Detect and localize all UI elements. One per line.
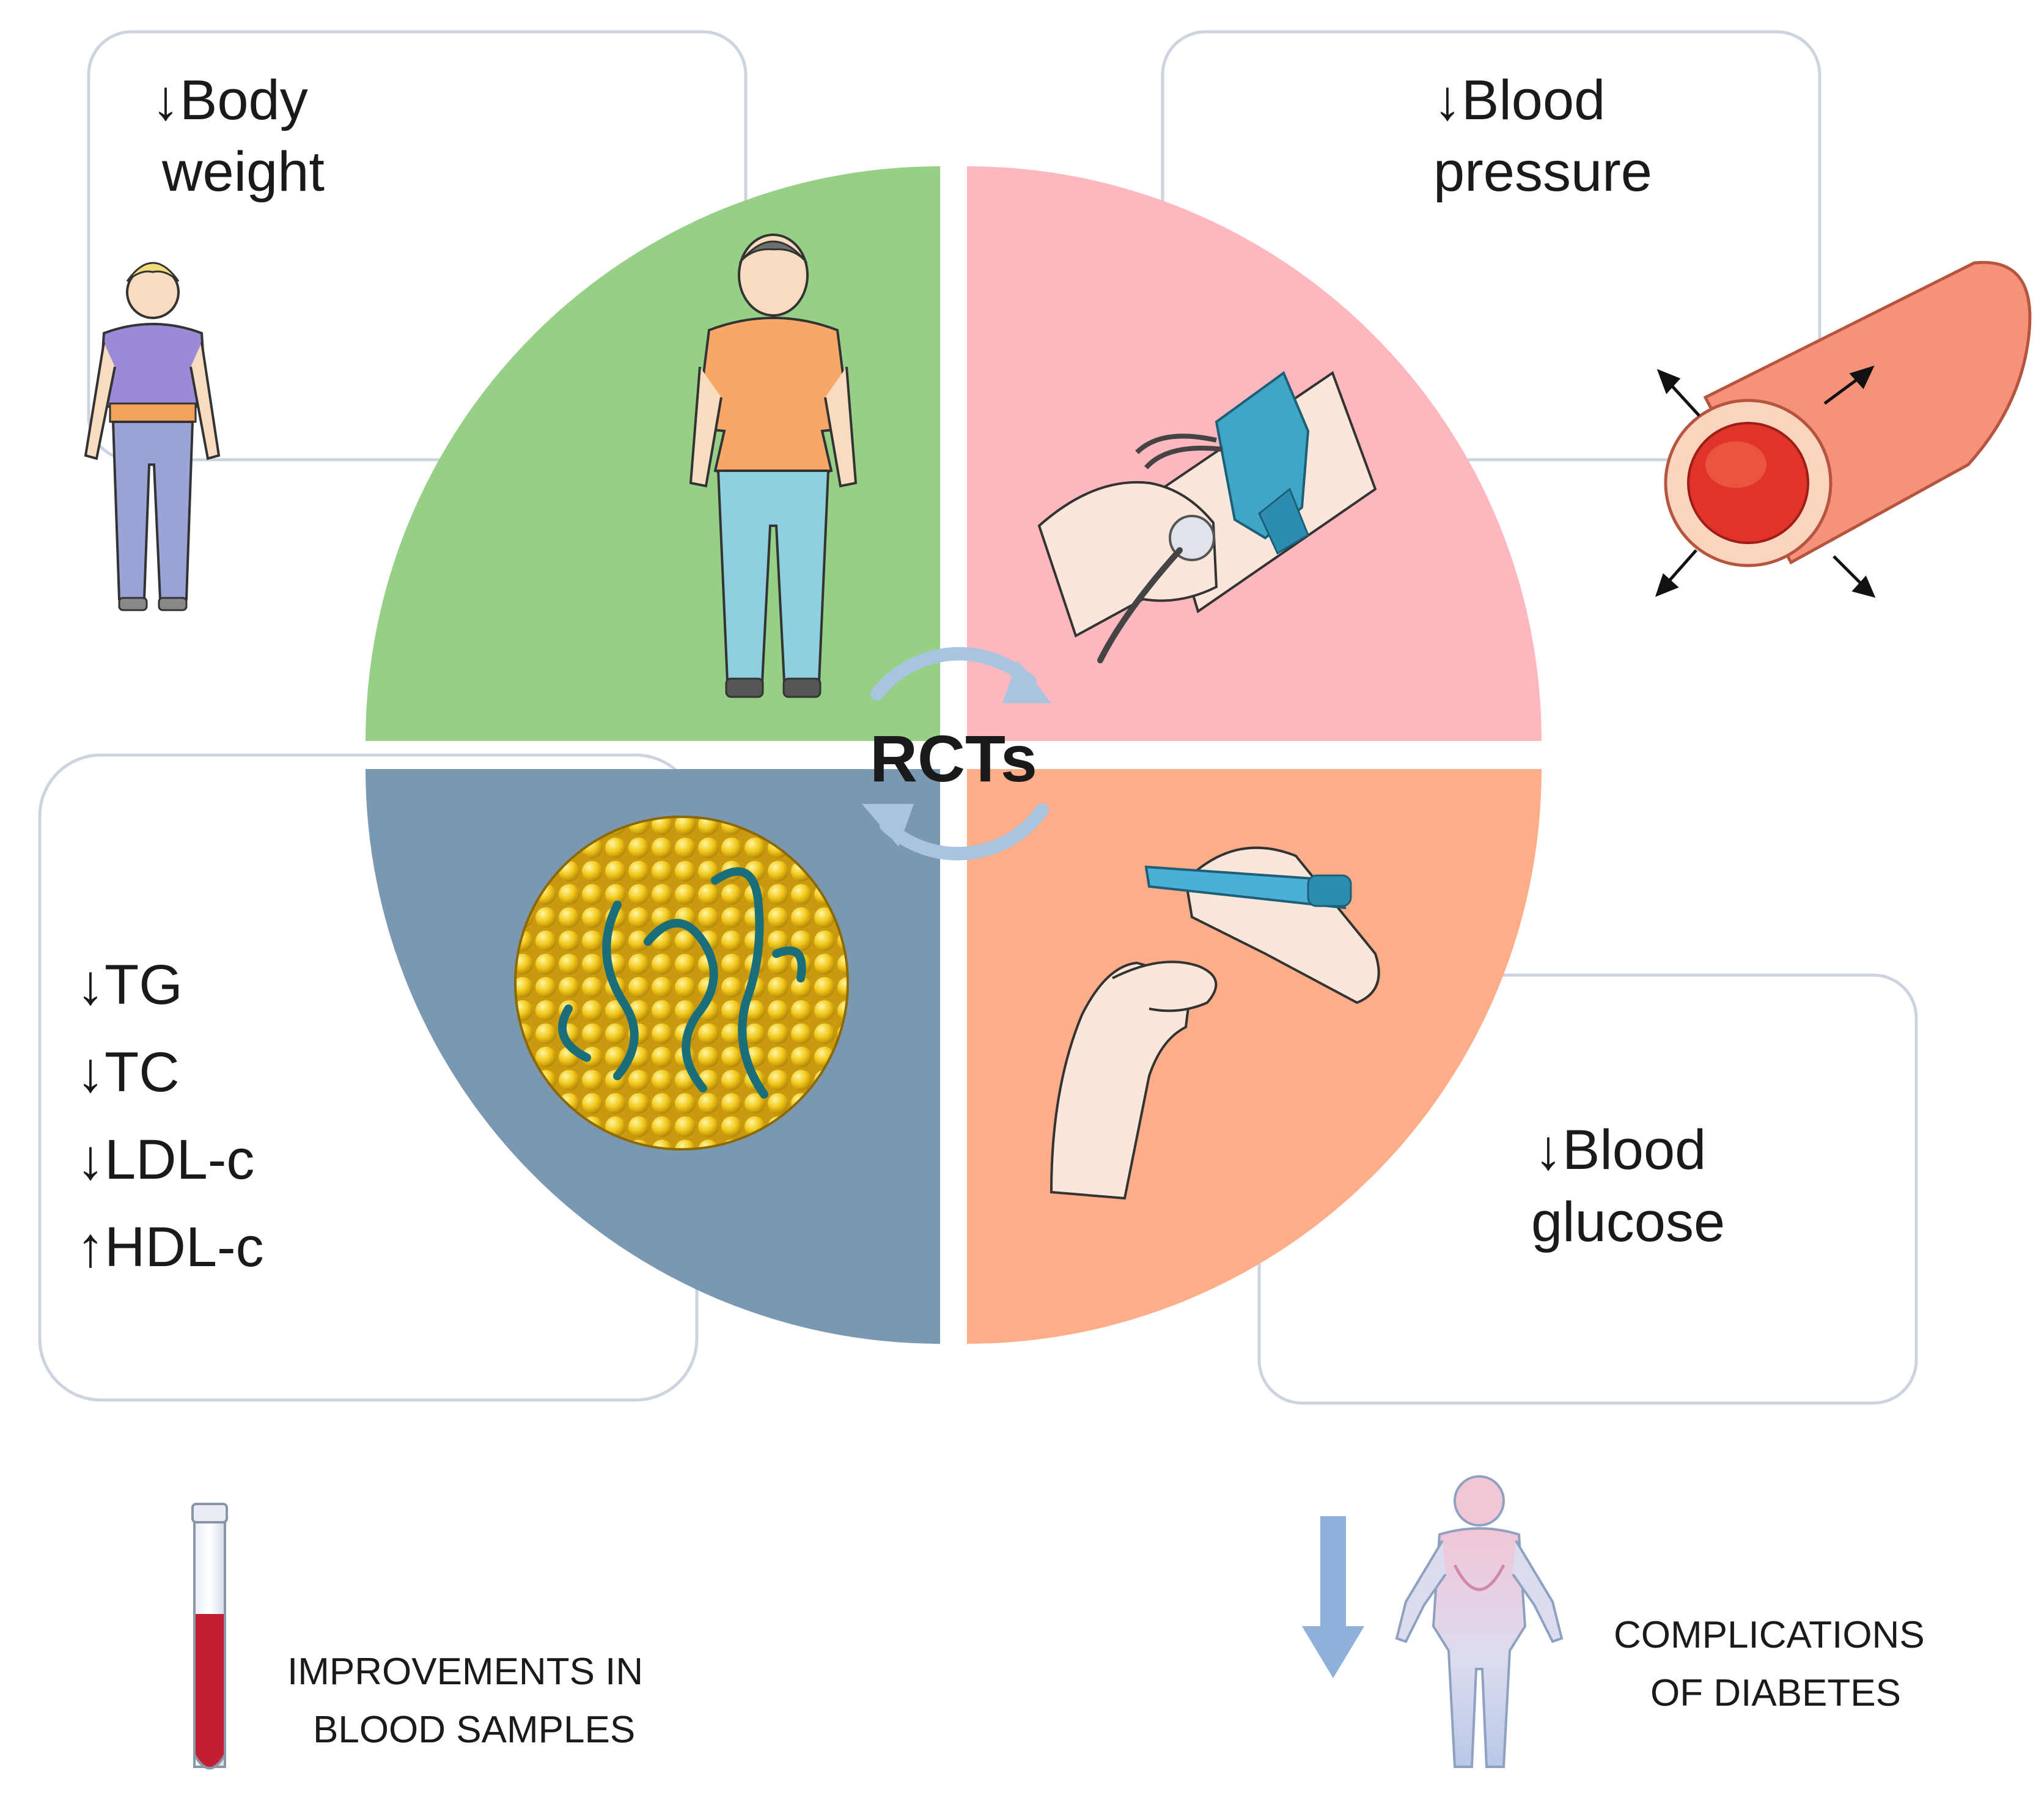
body-weight-line-2: weight	[161, 141, 325, 203]
center-label: RCTs	[870, 721, 1037, 795]
blood-vessel-icon	[1655, 260, 2032, 598]
lipids-line-tg: ↓TG	[76, 954, 183, 1016]
complications-label: COMPLICATIONS OF DIABETES	[1614, 1614, 1925, 1714]
blood-glucose-line-1: ↓Blood	[1534, 1119, 1706, 1181]
complications-line-2: OF DIABETES	[1650, 1672, 1901, 1714]
blood-samples-line-2: BLOOD SAMPLES	[313, 1709, 635, 1751]
lipids-line-hdl: ↑HDL-c	[76, 1216, 264, 1278]
quadrant-blood-glucose	[967, 769, 1542, 1344]
blood-tube-icon	[191, 1503, 228, 1770]
blood-glucose-text: ↓Blood glucose	[1531, 1119, 1725, 1253]
human-body-icon	[1395, 1475, 1564, 1768]
body-weight-line-1: ↓Body	[152, 69, 308, 131]
lipids-line-tc: ↓TC	[76, 1041, 180, 1103]
cycle-arrows-icon	[862, 647, 1051, 861]
lipids-line-ldl: ↓LDL-c	[76, 1129, 254, 1191]
blood-samples-label: IMPROVEMENTS IN BLOOD SAMPLES	[287, 1651, 643, 1751]
blood-glucose-line-2: glucose	[1531, 1191, 1725, 1253]
overweight-person-icon	[689, 234, 858, 698]
down-arrow-icon	[1302, 1516, 1364, 1678]
body-weight-text: ↓Body weight	[152, 69, 325, 203]
lipids-text: ↓TG ↓TC ↓LDL-c ↑HDL-c	[76, 954, 264, 1278]
glucose-lancet-icon	[1050, 846, 1380, 1200]
blood-pressure-cuff-icon	[1037, 370, 1377, 663]
person-icon	[84, 262, 221, 611]
blood-pressure-text: ↓Blood pressure	[1433, 69, 1652, 203]
blood-samples-line-1: IMPROVEMENTS IN	[287, 1651, 643, 1693]
blood-pressure-line-2: pressure	[1433, 141, 1652, 203]
lipoprotein-particle-icon	[514, 816, 849, 1151]
complications-line-1: COMPLICATIONS	[1614, 1614, 1925, 1656]
blood-pressure-line-1: ↓Blood	[1433, 69, 1605, 131]
